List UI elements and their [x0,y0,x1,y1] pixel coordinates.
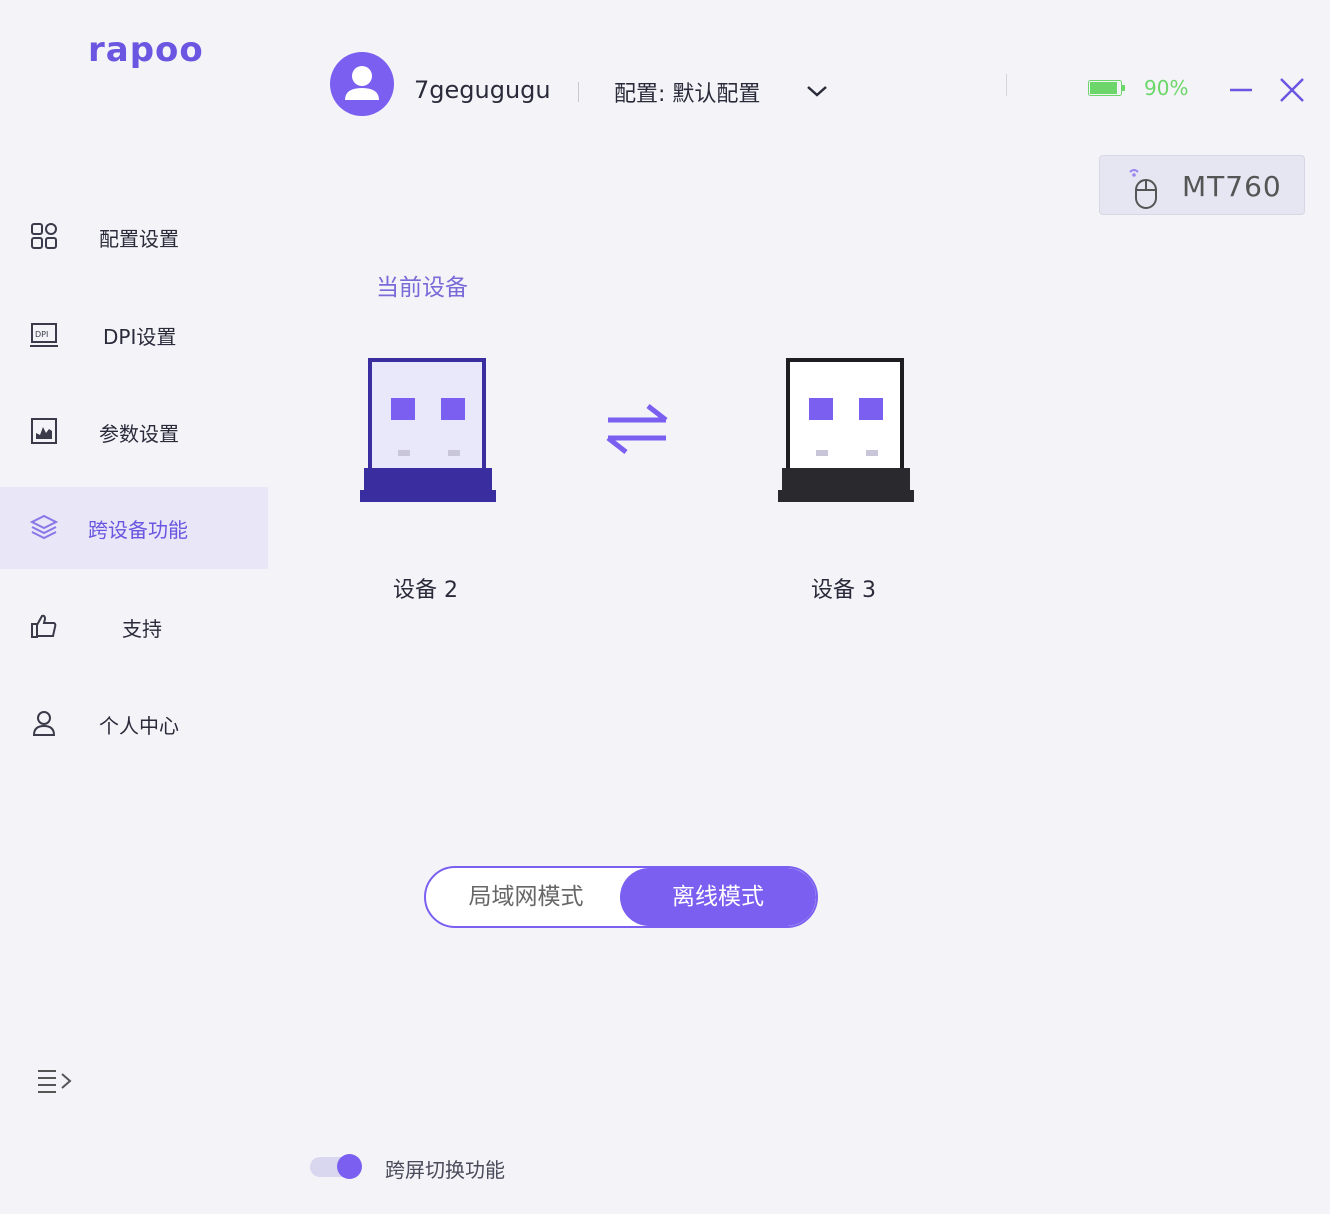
username: 7gegugugu [414,76,551,104]
sidebar-item-label: DPI设置 [103,325,177,349]
battery-percent: 90% [1144,76,1189,100]
avatar[interactable] [330,52,394,116]
battery-icon [1088,80,1125,96]
user-icon [32,711,56,736]
sidebar-item-label: 配置设置 [99,227,179,251]
sidebar-item-cross-device[interactable]: 跨设备功能 [0,487,268,569]
collapse-menu-icon[interactable] [36,1066,74,1096]
profile-selector-label[interactable]: 配置: 默认配置 [614,82,761,107]
usb-receiver-target-icon[interactable] [776,358,916,504]
chevron-down-icon[interactable] [804,82,830,100]
current-device-label: 当前设备 [376,275,468,301]
sidebar-item-label: 个人中心 [99,714,179,738]
cross-screen-label: 跨屏切换功能 [385,1158,505,1182]
sidebar-item-label: 跨设备功能 [88,518,188,542]
header-divider [578,82,579,102]
device-label-a: 设备 2 [393,578,458,603]
mode-toggle: 局域网模式 离线模式 [424,866,818,928]
mode-lan-option[interactable]: 局域网模式 [468,884,584,910]
sidebar-item-profile[interactable]: 个人中心 [0,683,268,765]
sidebar-item-config[interactable]: 配置设置 [0,196,268,278]
minimize-icon[interactable] [1228,76,1254,102]
swap-arrows-icon[interactable] [604,402,670,456]
rapoo-logo: rapoo [88,30,204,70]
toggle-knob [337,1154,362,1179]
device-selector-button[interactable]: MT760 [1099,155,1305,215]
sidebar-item-label: 支持 [122,617,162,641]
layers-icon [30,514,58,540]
sidebar-item-dpi[interactable]: DPI DPI设置 [0,294,268,376]
chart-icon [31,418,57,444]
sidebar-item-support[interactable]: 支持 [0,586,268,668]
usb-receiver-current-icon[interactable] [358,358,498,504]
cross-screen-toggle[interactable] [310,1154,362,1180]
user-avatar-icon [345,66,379,100]
header-divider-right [1006,74,1007,96]
sidebar-item-label: 参数设置 [99,422,179,446]
mode-offline-option[interactable]: 离线模式 [620,868,816,926]
device-label-b: 设备 3 [811,578,876,603]
dpi-icon: DPI [30,323,58,347]
grid-icon [31,223,57,249]
thumbs-up-icon [31,614,57,638]
wireless-mouse-icon [1129,169,1157,209]
close-icon[interactable] [1278,76,1306,104]
device-name: MT760 [1182,170,1282,203]
sidebar-item-params[interactable]: 参数设置 [0,391,268,473]
svg-text:DPI: DPI [35,330,48,339]
